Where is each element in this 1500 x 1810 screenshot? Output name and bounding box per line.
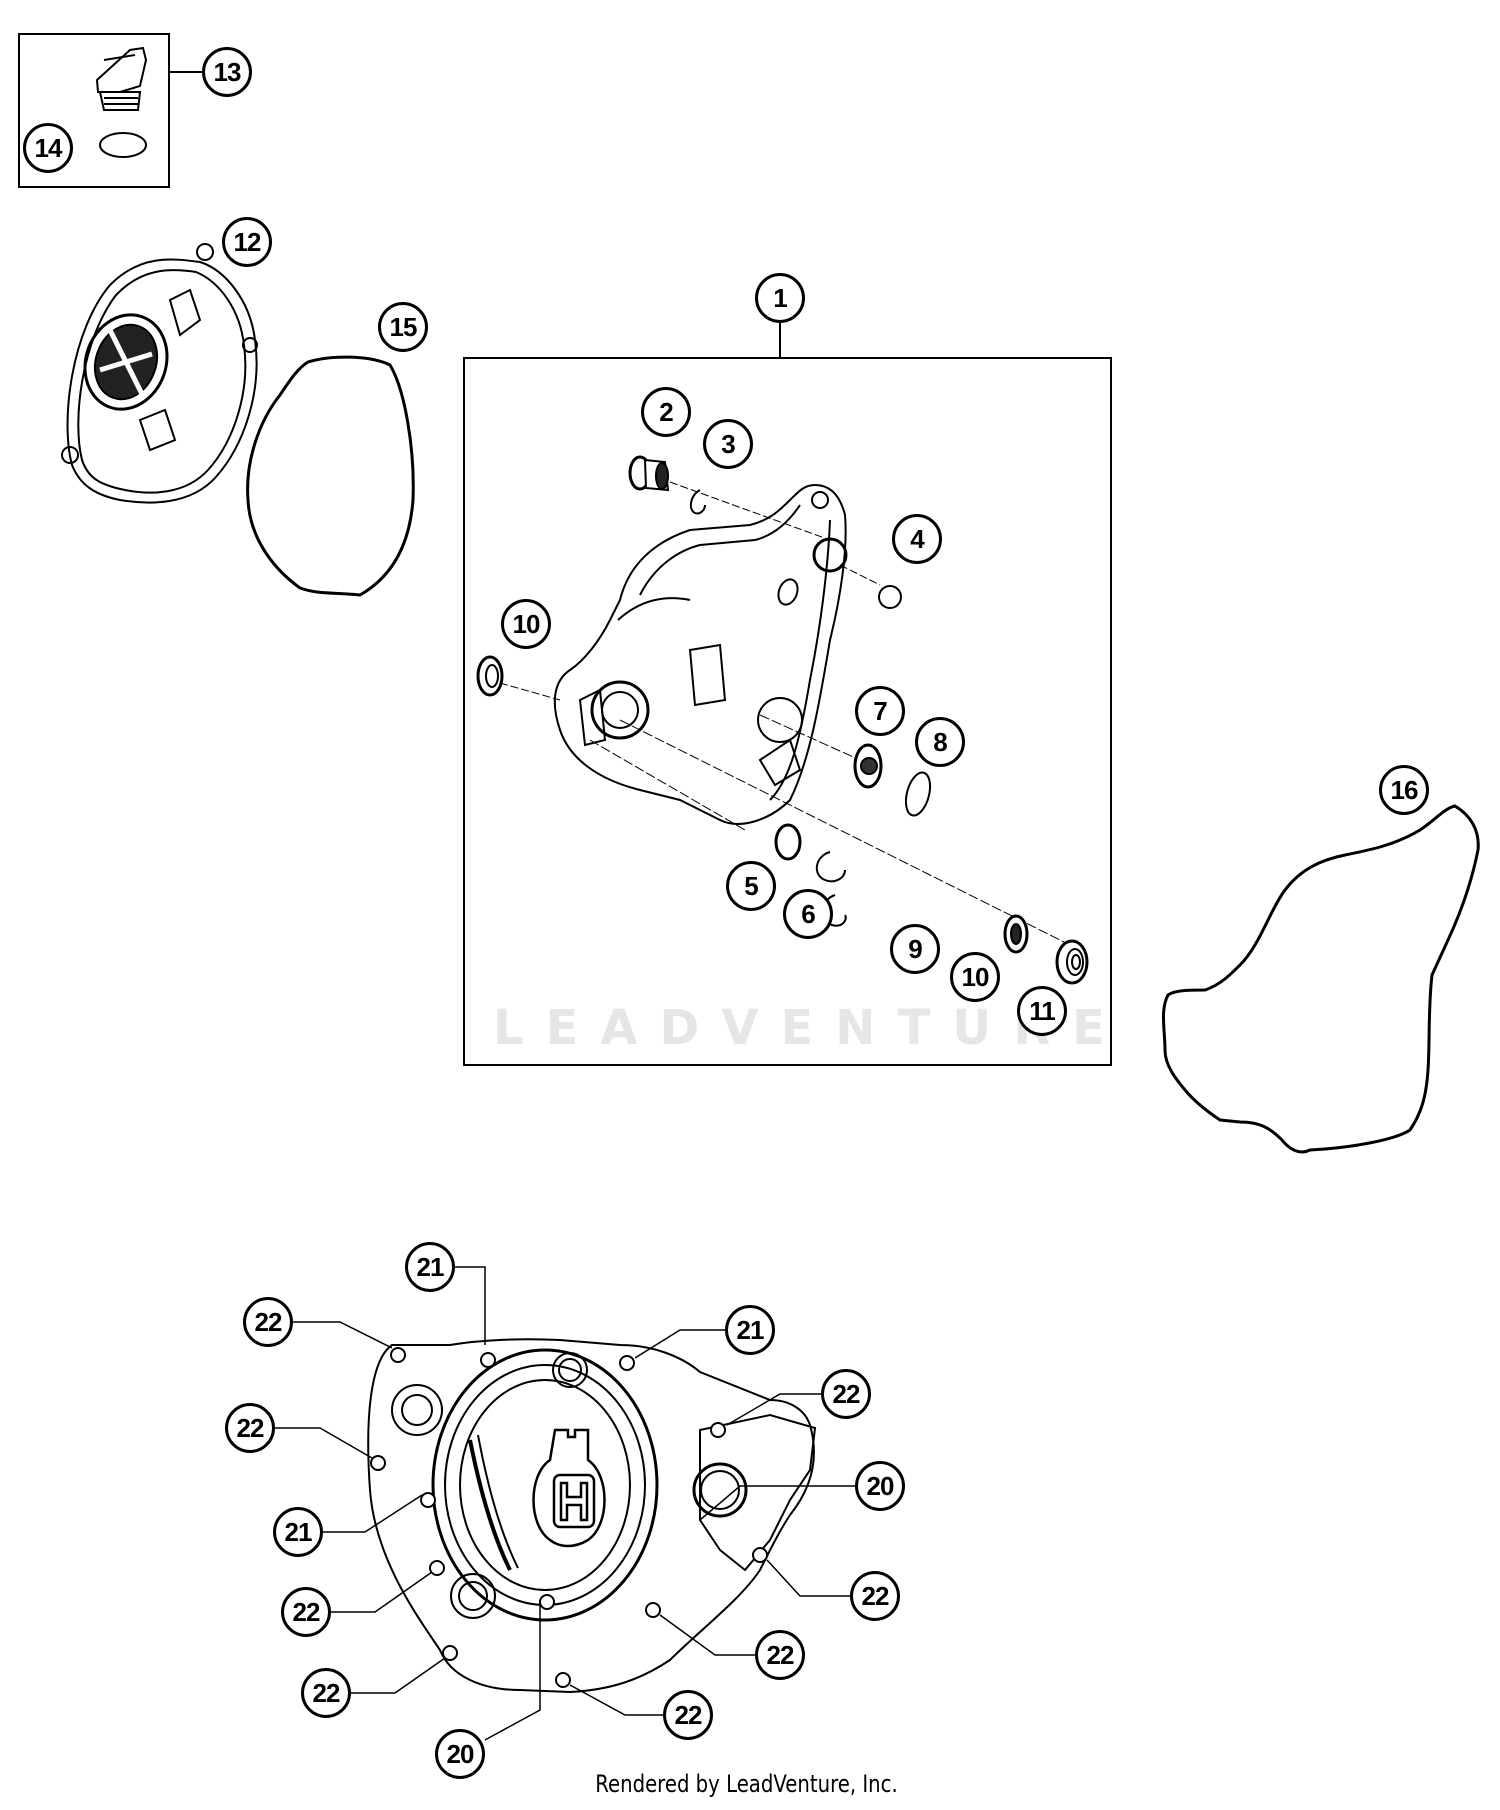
assembly-box-1 <box>463 323 1112 1066</box>
callout-part-13[interactable]: 13 <box>202 47 252 97</box>
callout-part-22[interactable]: 22 <box>755 1630 805 1680</box>
seal-5 <box>774 823 802 861</box>
husqvarna-logo-icon <box>532 1428 606 1548</box>
gasket-15 <box>246 355 415 597</box>
callout-part-2[interactable]: 2 <box>641 387 691 437</box>
ring-4-part <box>878 585 902 609</box>
o-ring-8 <box>904 771 932 817</box>
callout-part-15[interactable]: 15 <box>378 302 428 352</box>
callout-part-9[interactable]: 9 <box>890 924 940 974</box>
seal-7 <box>853 743 883 789</box>
callout-part-10[interactable]: 10 <box>950 952 1000 1002</box>
circlip-6 <box>815 851 846 883</box>
callout-part-6[interactable]: 6 <box>783 889 833 939</box>
footer-credit: Rendered by LeadVenture, Inc. <box>0 1770 1500 1798</box>
circlip-3 <box>689 489 706 515</box>
callout-part-22[interactable]: 22 <box>663 1690 713 1740</box>
callout-part-22[interactable]: 22 <box>281 1587 331 1637</box>
callout-part-3[interactable]: 3 <box>703 419 753 469</box>
oil-plug-icon <box>95 46 148 111</box>
watermark: LEADVENTURE <box>493 1000 1127 1056</box>
callout-part-8[interactable]: 8 <box>915 717 965 767</box>
callout-part-22[interactable]: 22 <box>225 1403 275 1453</box>
bolt-icons <box>370 1347 768 1688</box>
clutch-cover-assembly <box>367 1338 817 1694</box>
callout-part-16[interactable]: 16 <box>1379 765 1429 815</box>
callout-part-10[interactable]: 10 <box>501 599 551 649</box>
seal-10-left <box>476 655 504 697</box>
callout-part-21[interactable]: 21 <box>405 1242 455 1292</box>
inner-clutch-cover-1 <box>553 483 848 825</box>
callout-part-22[interactable]: 22 <box>821 1369 871 1419</box>
ring-4 <box>777 578 799 606</box>
bearing-11 <box>1055 939 1089 985</box>
callout-part-21[interactable]: 21 <box>273 1507 323 1557</box>
callout-part-20[interactable]: 20 <box>435 1729 485 1779</box>
callout-part-7[interactable]: 7 <box>855 686 905 736</box>
shaft-seal-2 <box>628 455 670 492</box>
gasket-16 <box>1162 804 1480 1154</box>
callout-part-12[interactable]: 12 <box>222 217 272 267</box>
callout-part-22[interactable]: 22 <box>301 1668 351 1718</box>
axis-line-2 <box>669 481 831 541</box>
kit-box-13-14 <box>18 33 202 188</box>
callout-part-1[interactable]: 1 <box>755 273 805 323</box>
o-ring-icon <box>99 132 147 158</box>
ignition-cover-12 <box>61 243 258 504</box>
callout-part-22[interactable]: 22 <box>850 1571 900 1621</box>
callout-part-20[interactable]: 20 <box>855 1461 905 1511</box>
seal-10-right <box>1003 914 1029 954</box>
callout-part-4[interactable]: 4 <box>892 514 942 564</box>
callout-part-5[interactable]: 5 <box>726 861 776 911</box>
footer-text: Rendered by LeadVenture, Inc. <box>594 1770 898 1798</box>
callout-part-21[interactable]: 21 <box>725 1305 775 1355</box>
callout-part-11[interactable]: 11 <box>1017 986 1067 1036</box>
clutch-cover-main-dome <box>431 1348 659 1622</box>
callout-part-14[interactable]: 14 <box>23 123 73 173</box>
callout-part-22[interactable]: 22 <box>243 1297 293 1347</box>
leader-lines <box>275 1266 855 1741</box>
